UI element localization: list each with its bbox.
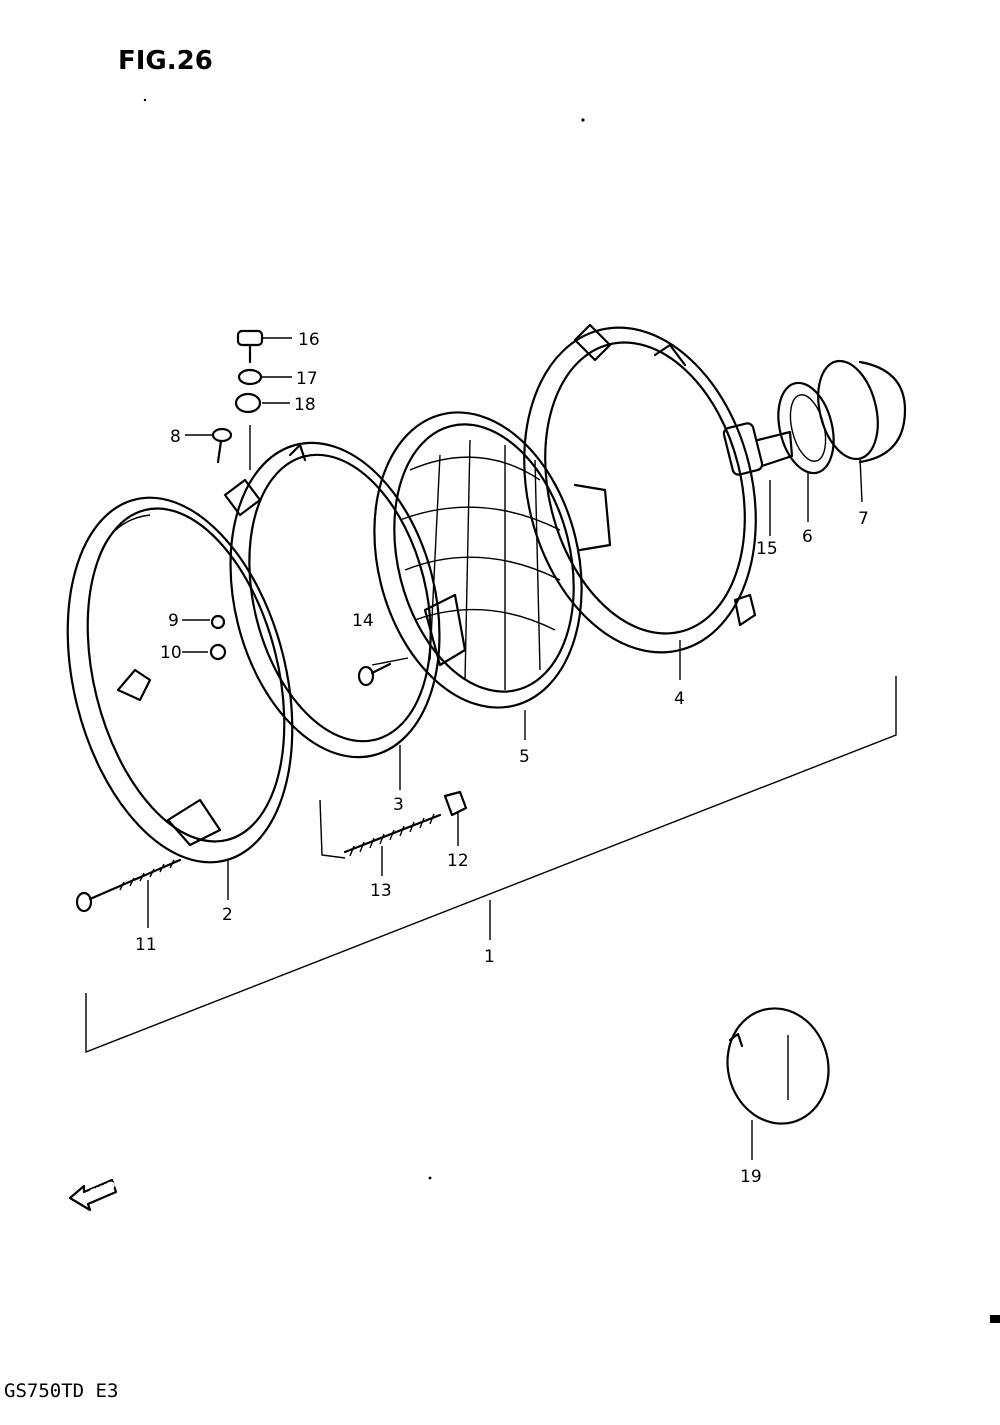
callout-8: 8: [170, 427, 181, 447]
spring-13: [343, 813, 442, 857]
assembly-bracket: [85, 676, 897, 1054]
callout-19: 19: [740, 1167, 762, 1187]
washer-17: [237, 368, 263, 386]
callout-16: 16: [298, 330, 320, 350]
inner-mounting-ring: [223, 441, 467, 859]
callout-11: 11: [135, 935, 157, 955]
figure-title: FIG.26: [118, 46, 213, 76]
callout-1: 1: [484, 947, 495, 967]
bulb-retainer: [777, 381, 835, 475]
callout-7: 7: [858, 509, 869, 529]
nut-18: [234, 392, 262, 414]
callout-12: 12: [447, 851, 469, 871]
fwd-arrow-icon: FWD: [68, 1178, 117, 1212]
callout-6: 6: [802, 527, 813, 547]
leader-lines: [147, 337, 863, 1160]
sealed-beam-unit: [373, 411, 612, 709]
washer-9: [210, 614, 226, 630]
callout-2: 2: [222, 905, 233, 925]
callout-10: 10: [160, 643, 182, 663]
headlight-rim: [66, 496, 294, 864]
callout-labels: 16 17 18 8 9 10 14 3 2 11 13 12 5 4 15 6…: [135, 330, 869, 1187]
callout-5: 5: [519, 747, 530, 767]
print-specks: [143, 98, 1000, 1323]
callout-15: 15: [756, 539, 778, 559]
callout-14: 14: [352, 611, 374, 631]
nut-12: [443, 790, 468, 817]
adjusting-screw-11: [75, 858, 182, 913]
callout-9: 9: [168, 611, 179, 631]
callout-18: 18: [294, 395, 316, 415]
callout-13: 13: [370, 881, 392, 901]
callout-4: 4: [674, 689, 685, 709]
model-code: GS750TD E3: [4, 1380, 119, 1402]
bulb: [722, 422, 794, 476]
reflector-19: [726, 1007, 830, 1125]
screw-16: [236, 329, 264, 364]
dust-cover: [817, 359, 907, 464]
callout-17: 17: [296, 369, 318, 389]
screw-8: [211, 427, 233, 464]
callout-3: 3: [393, 795, 404, 815]
nut-10: [209, 643, 227, 661]
screw-14: [357, 662, 392, 687]
